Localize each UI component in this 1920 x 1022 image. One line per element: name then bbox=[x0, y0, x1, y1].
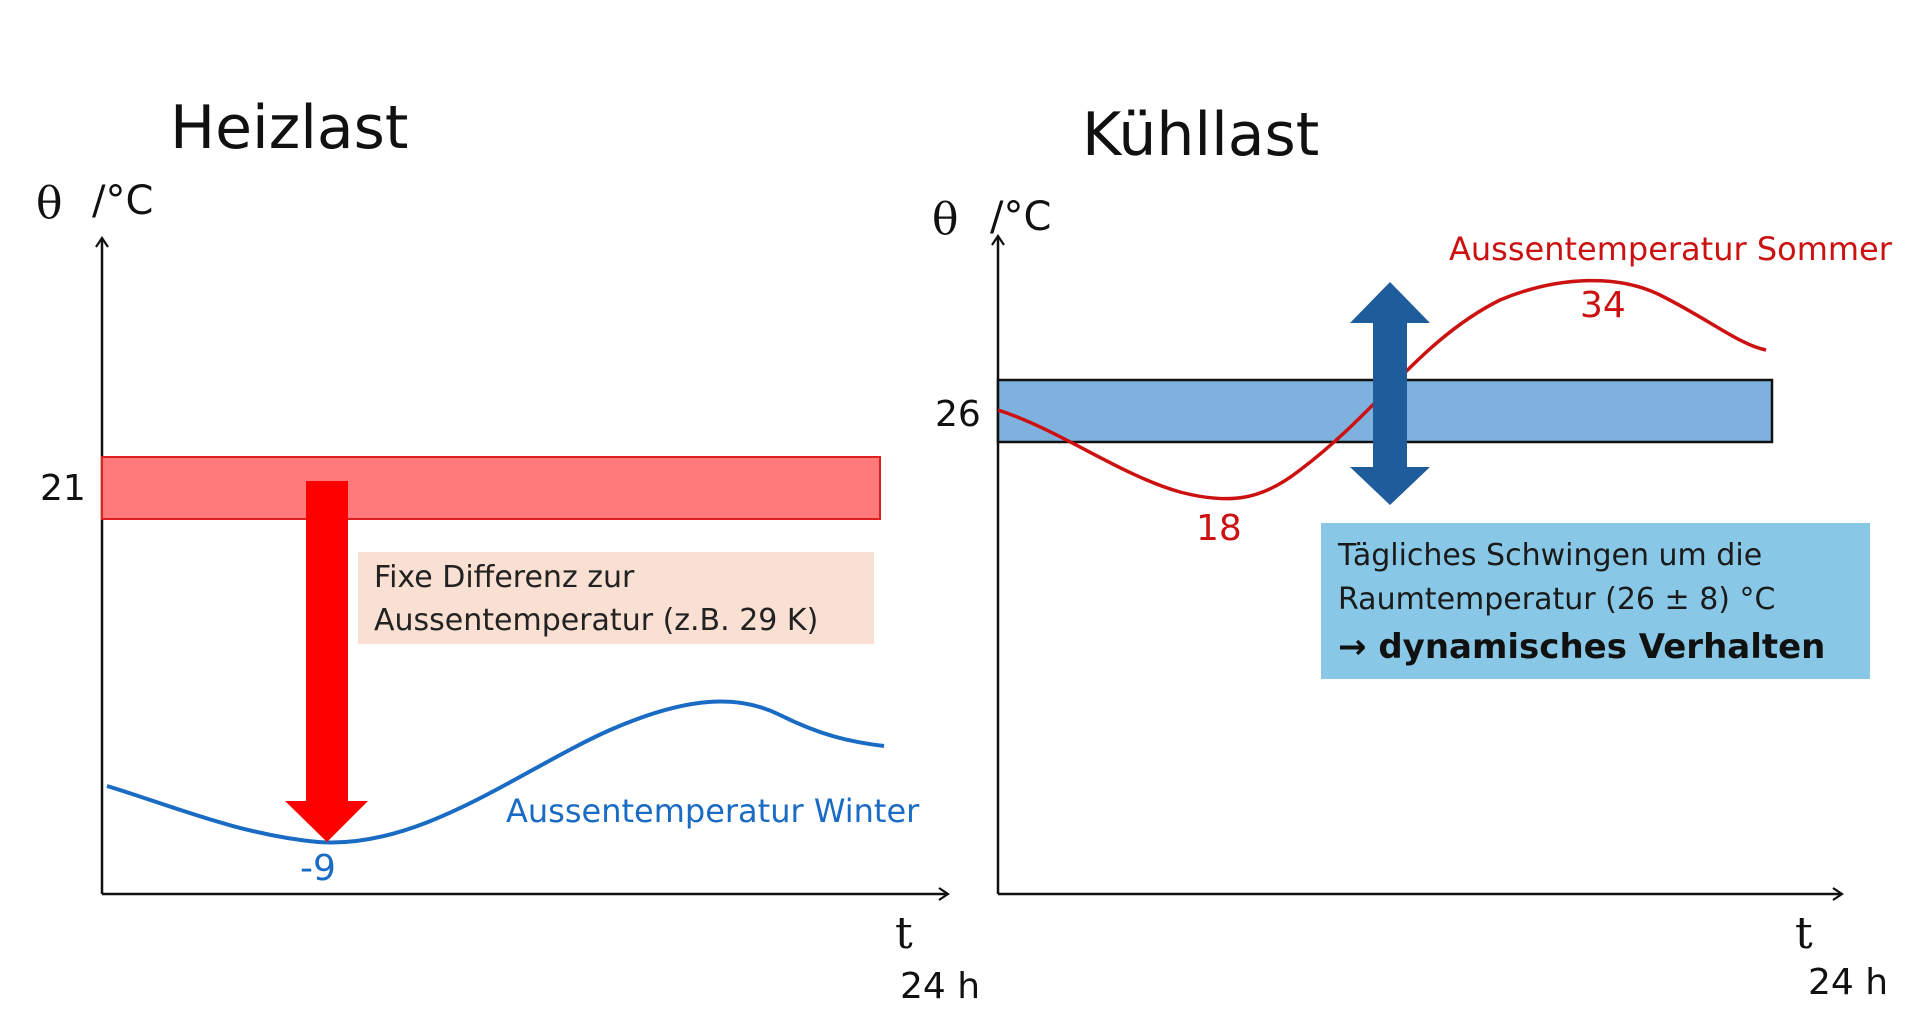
kuehllast-x-symbol: t bbox=[1795, 908, 1813, 959]
kuehllast-note-box bbox=[1321, 523, 1870, 679]
heizlast-x-unit: 24 h bbox=[900, 966, 980, 1007]
kuehllast-note-line3: → dynamisches Verhalten bbox=[1338, 627, 1825, 667]
kuehllast-y-symbol: θ bbox=[932, 194, 959, 245]
heizlast-note-line1: Fixe Differenz zur bbox=[374, 560, 635, 595]
kuehllast-curve-label: Aussentemperatur Sommer bbox=[1449, 230, 1893, 268]
heizlast-min-label: -9 bbox=[300, 848, 336, 889]
kuehllast-min-label: 18 bbox=[1196, 508, 1242, 549]
heizlast-panel: Heizlast θ /°C t 24 h 21 -9 Aussentemper… bbox=[36, 93, 980, 1007]
kuehllast-room-temp-label: 26 bbox=[935, 394, 981, 435]
kuehllast-title: Kühllast bbox=[1082, 100, 1319, 170]
kuehllast-panel: Kühllast θ /°C t 24 h 26 18 34 Aussentem… bbox=[932, 100, 1893, 1003]
heizlast-room-temp-band bbox=[101, 456, 881, 520]
kuehllast-note-line1: Tägliches Schwingen um die bbox=[1337, 538, 1762, 573]
heizlast-y-symbol: θ bbox=[36, 178, 63, 229]
kuehllast-oscillation-double-arrow bbox=[1350, 282, 1430, 505]
kuehllast-y-unit: /°C bbox=[990, 194, 1051, 240]
heizlast-curve-label: Aussentemperatur Winter bbox=[506, 792, 920, 830]
kuehllast-max-label: 34 bbox=[1580, 285, 1626, 326]
heizlast-title: Heizlast bbox=[170, 93, 408, 163]
kuehllast-x-unit: 24 h bbox=[1808, 962, 1888, 1003]
heizlast-note-line2: Aussentemperatur (z.B. 29 K) bbox=[374, 603, 818, 638]
heizlast-y-unit: /°C bbox=[92, 178, 153, 224]
heizlast-difference-arrow-shaft bbox=[306, 481, 348, 803]
heizlast-room-temp-label: 21 bbox=[40, 468, 86, 509]
heizlast-winter-curve bbox=[106, 699, 885, 845]
kuehllast-note-line2: Raumtemperatur (26 ± 8) °C bbox=[1338, 582, 1775, 617]
heizlast-note-box bbox=[358, 552, 874, 644]
heizlast-x-symbol: t bbox=[895, 908, 913, 959]
heizlast-difference-arrowhead bbox=[285, 801, 368, 842]
